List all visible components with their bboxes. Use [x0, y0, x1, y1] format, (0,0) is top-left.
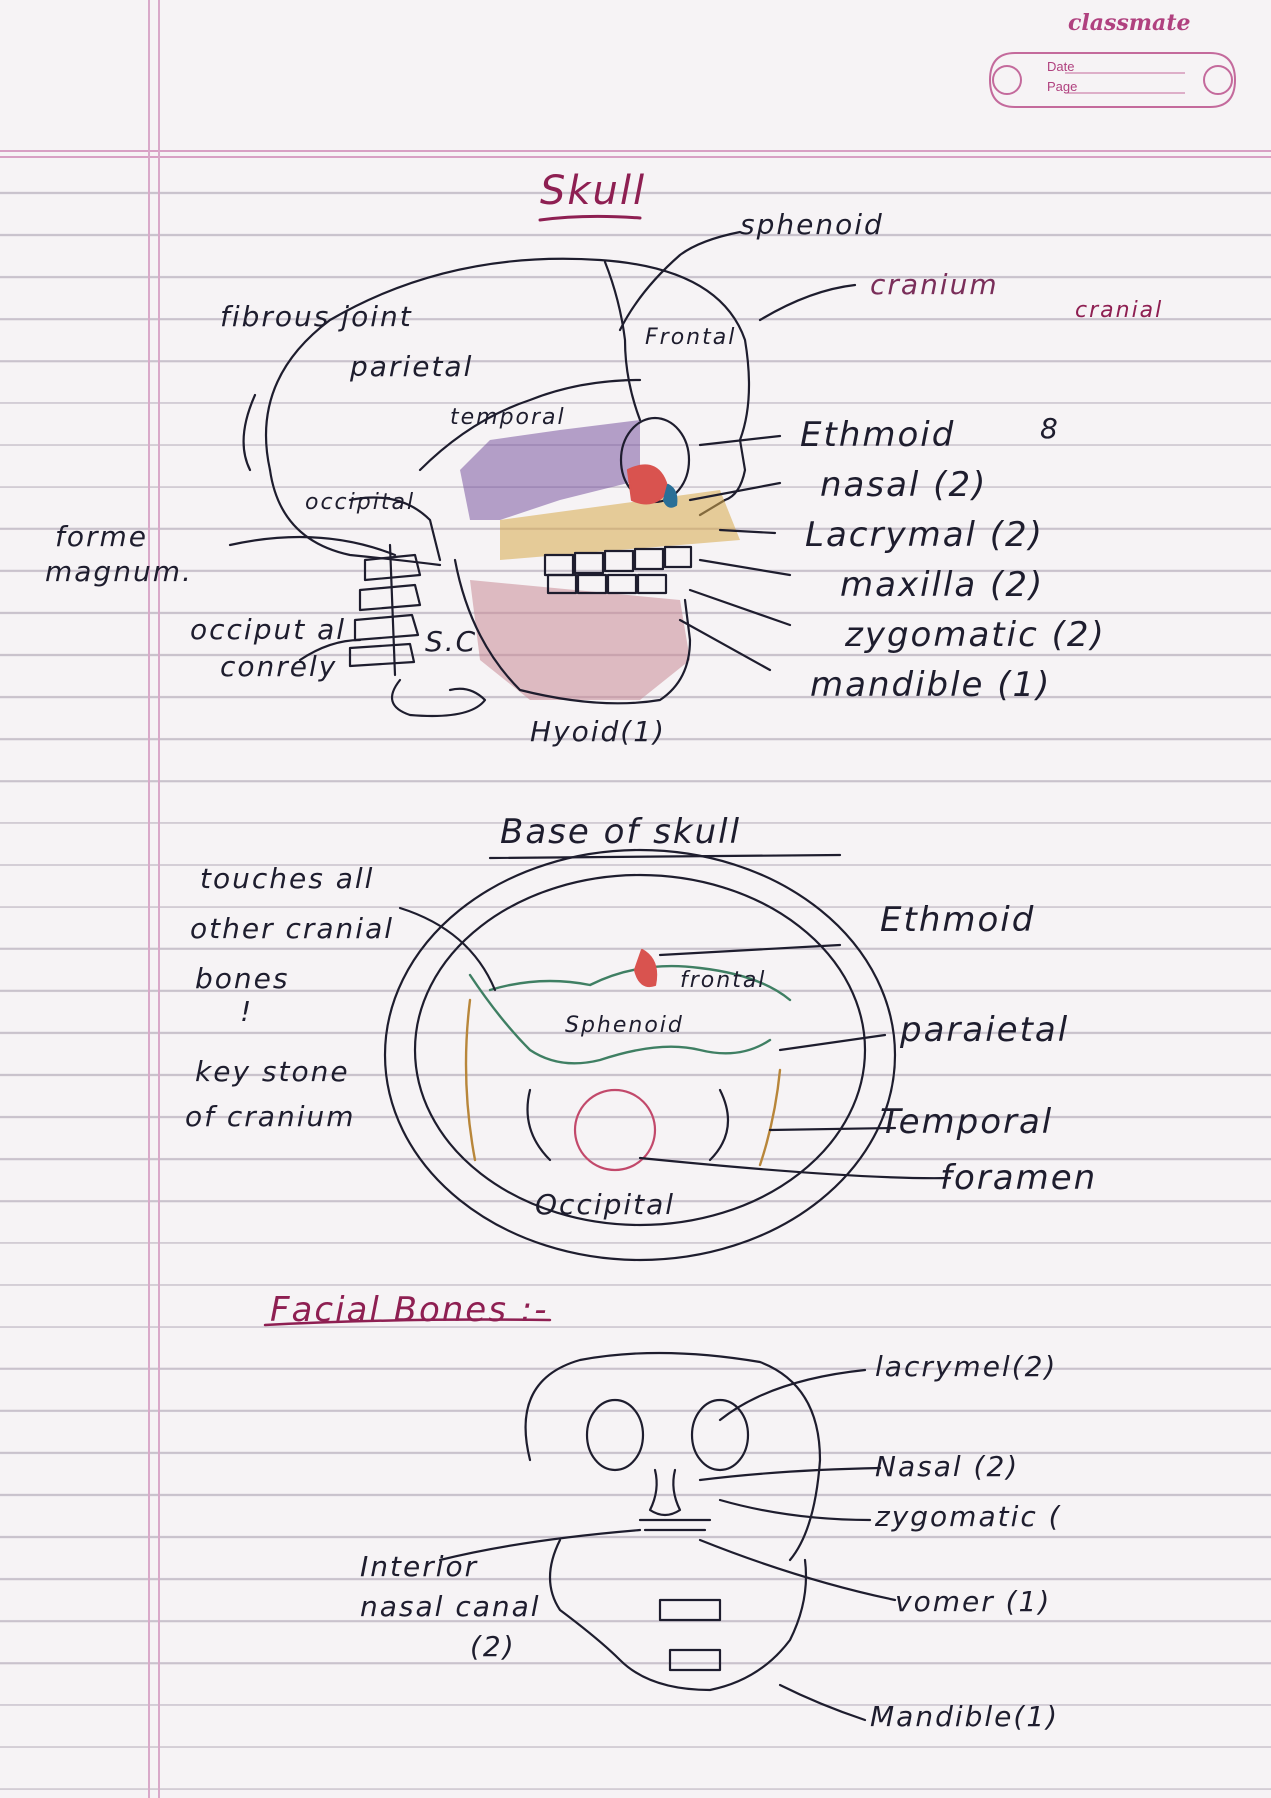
label-occipital-condyle-2: conrely: [220, 650, 338, 683]
label-cranium-note: cranial: [1075, 298, 1164, 323]
label-sc: S.C: [425, 625, 478, 658]
header-rule-2: [0, 156, 1271, 158]
label-mandible: mandible (1): [810, 665, 1052, 705]
label-base-sphenoid: Sphenoid: [565, 1013, 684, 1038]
label-facial-zygomatic: zygomatic (: [875, 1500, 1062, 1533]
facial-note-line-2: nasal canal: [360, 1590, 541, 1623]
date-box-frame: [988, 52, 1237, 108]
section-title-base-of-skull: Base of skull: [500, 812, 742, 852]
label-facial-lacrymal: lacrymel(2): [875, 1350, 1058, 1383]
label-base-parietal: paraietal: [900, 1010, 1070, 1050]
note-line-3: bones: [195, 962, 290, 995]
note-line-6: of cranium: [185, 1100, 356, 1133]
note-line-1: touches all: [200, 862, 375, 895]
label-base-temporal: Temporal: [880, 1102, 1054, 1142]
label-sphenoid: sphenoid: [740, 208, 884, 241]
label-foramen-magnum-2: magnum.: [45, 555, 193, 588]
label-facial-nasal: Nasal (2): [875, 1450, 1020, 1483]
label-parietal: parietal: [350, 350, 474, 383]
label-fibrous-joint: fibrous joint: [220, 300, 413, 333]
label-lacrymal: Lacrymal (2): [805, 515, 1044, 555]
label-zygomatic: zygomatic (2): [845, 615, 1106, 655]
label-cranium: cranium: [870, 268, 999, 301]
skull-lateral-drawing: [264, 257, 751, 718]
facial-bones-drawing: [524, 1351, 822, 1692]
label-facial-mandible: Mandible(1): [870, 1700, 1060, 1733]
label-nasal: nasal (2): [820, 465, 988, 505]
label-facial-vomer: vomer (1): [895, 1585, 1052, 1618]
label-base-ethmoid: Ethmoid: [880, 900, 1036, 940]
label-base-occipital: Occipital: [535, 1188, 676, 1221]
header-rule: [0, 150, 1271, 152]
label-maxilla: maxilla (2): [840, 565, 1045, 605]
date-label: Date: [1047, 59, 1075, 74]
margin-line-right: [158, 0, 160, 1798]
section-title-skull: Skull: [540, 168, 647, 214]
note-line-5: key stone: [195, 1055, 350, 1088]
label-frontal: Frontal: [645, 325, 737, 350]
note-line-2: other cranial: [190, 912, 395, 945]
label-foramen-magnum-1: forme: [55, 520, 149, 553]
note-line-4: !: [240, 995, 254, 1028]
facial-note-line-1: Interior: [360, 1550, 479, 1583]
label-ethmoid: Ethmoid: [800, 415, 956, 455]
label-count-8: 8: [1040, 412, 1060, 445]
label-temporal: temporal: [450, 405, 566, 430]
base-of-skull-drawing: [383, 848, 897, 1262]
date-page-box: Date Page: [985, 45, 1240, 115]
label-occipital-condyle-1: occiput al: [190, 613, 347, 646]
header-band: [0, 0, 1271, 150]
margin-line-left: [148, 0, 150, 1798]
facial-note-line-3: (2): [470, 1630, 516, 1663]
label-occipital: occipital: [305, 490, 416, 515]
label-hyoid: Hyoid(1): [530, 715, 666, 748]
page-label: Page: [1047, 79, 1078, 94]
section-title-facial-bones: Facial Bones :-: [270, 1290, 549, 1330]
label-base-frontal: frontal: [680, 968, 767, 993]
brand-logo: classmate: [1068, 10, 1191, 36]
label-base-foramen: foramen: [940, 1158, 1098, 1198]
